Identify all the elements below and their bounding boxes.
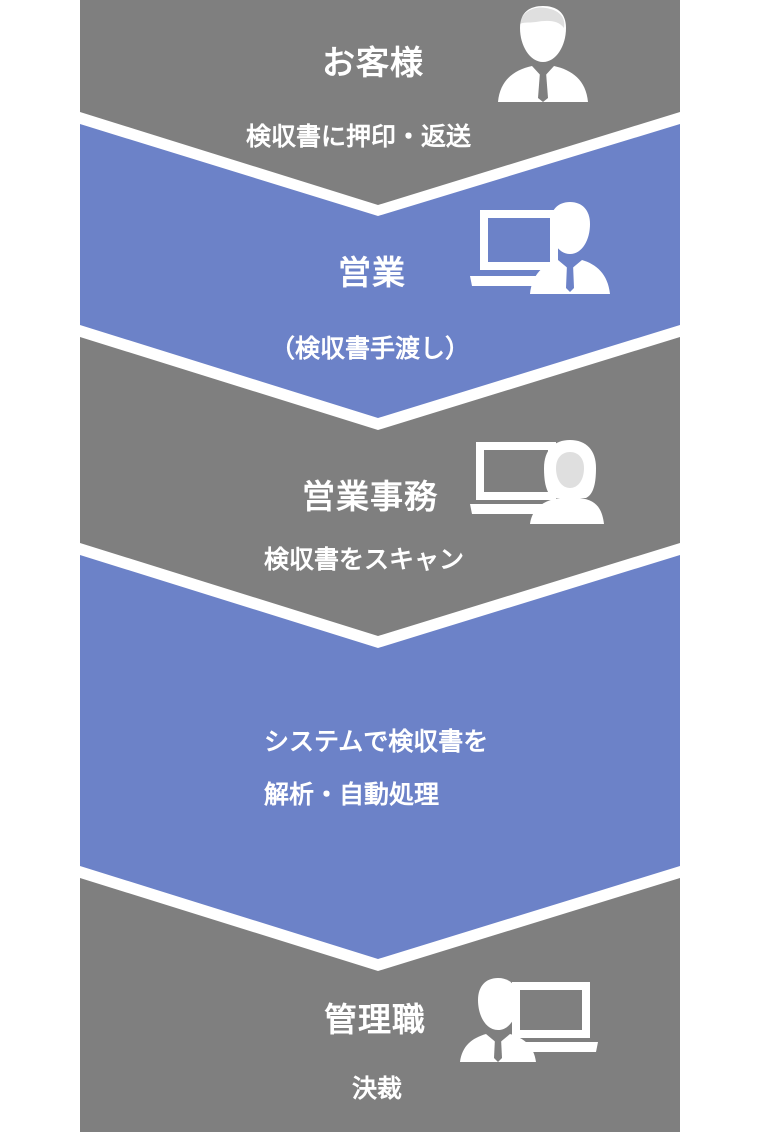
step-5-title: 管理職 xyxy=(324,1000,426,1039)
step-3-title: 営業事務 xyxy=(302,477,438,516)
step-2-band xyxy=(80,124,680,418)
businessman-computer-icon xyxy=(470,202,610,294)
businessman-icon xyxy=(498,6,588,102)
step-4-description-line-2: 解析・自動処理 xyxy=(264,780,440,809)
step-3-description: 検収書をスキャン xyxy=(264,545,465,574)
step-1-description: 検収書に押印・返送 xyxy=(246,122,472,151)
step-2-description: （検収書手渡し） xyxy=(270,334,471,363)
step-4-band xyxy=(80,555,680,959)
manager-computer-icon xyxy=(460,978,598,1062)
step-1-title: お客様 xyxy=(322,43,424,82)
woman-computer-icon xyxy=(470,440,604,524)
step-2-title: 営業 xyxy=(338,253,406,292)
step-3-band xyxy=(80,337,680,636)
step-5-band xyxy=(80,878,680,1132)
step-4-description-line-1: システムで検収書を xyxy=(264,727,489,756)
step-5-description: 決裁 xyxy=(352,1074,403,1103)
